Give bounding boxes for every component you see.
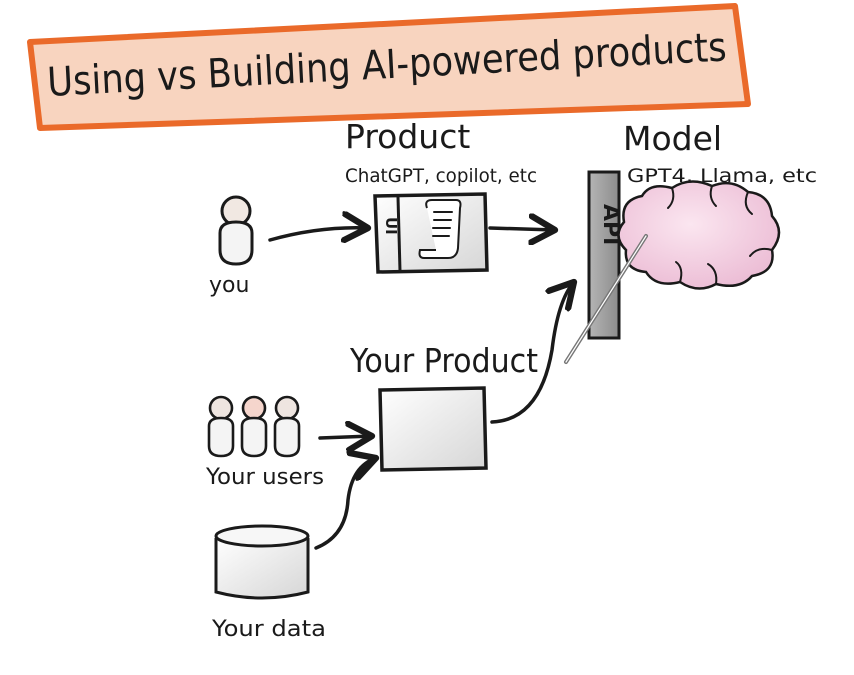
arrow-product-to-api [488, 228, 555, 230]
you-person-icon [218, 195, 254, 266]
your-data-cylinder-icon [214, 524, 310, 600]
model-heading: Model [623, 119, 722, 158]
product-ui-label: UI [382, 217, 400, 235]
arrow-you-to-product [268, 228, 368, 240]
scroll-icon [418, 199, 462, 259]
model-examples: GPT4, Llama, etc [627, 165, 817, 187]
your-users-icon [207, 395, 301, 458]
title-banner: Using vs Building AI-powered products [27, 3, 751, 131]
you-label: you [209, 273, 249, 298]
arrow-your-product-to-api [490, 282, 574, 424]
arrow-data-to-your-product [314, 458, 376, 550]
model-brain-icon [617, 180, 781, 290]
your-data-label: Your data [211, 617, 326, 642]
your-product-heading: Your Product [349, 341, 538, 380]
your-product-box [378, 386, 488, 472]
your-users-label: Your users [205, 465, 324, 490]
product-heading: Product [345, 117, 470, 156]
arrow-users-to-your-product [318, 436, 372, 438]
product-examples: ChatGPT, copilot, etc [345, 165, 537, 187]
api-bar: API [587, 170, 623, 340]
